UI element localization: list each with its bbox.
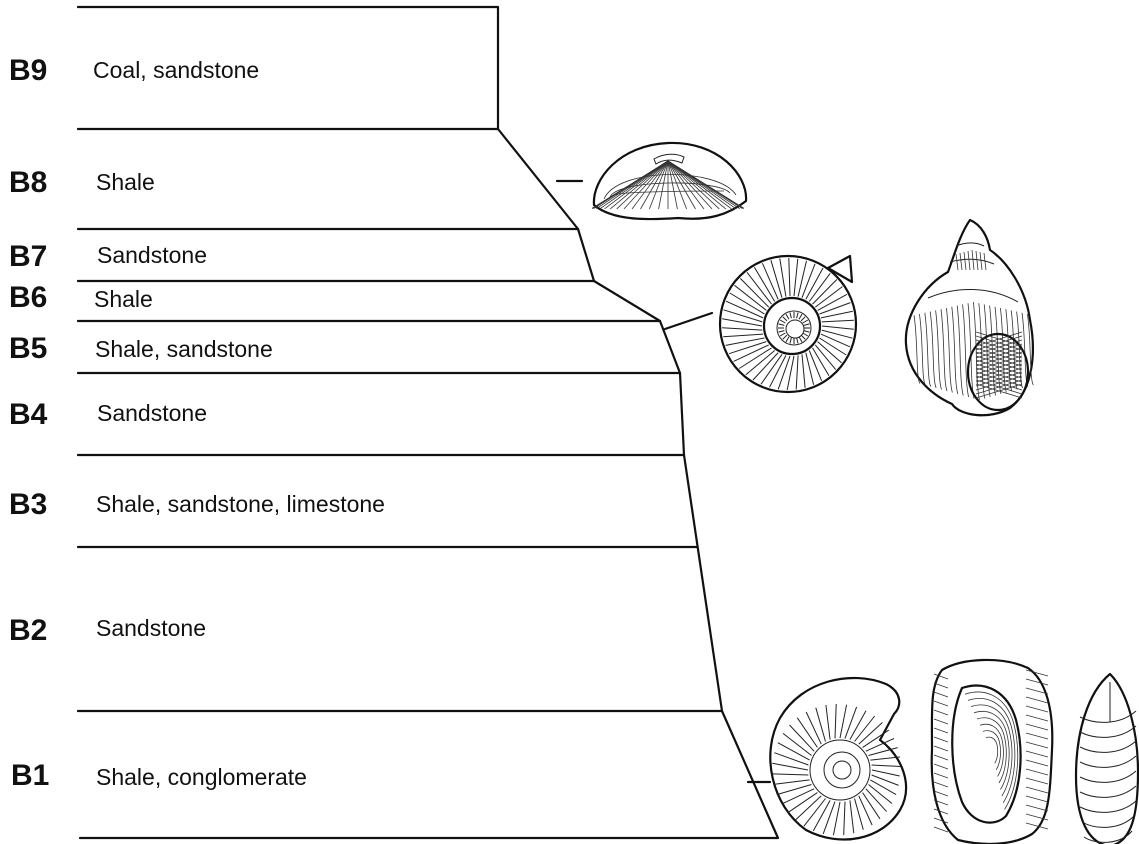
bivalve-icon	[1076, 674, 1138, 844]
layer-code-b8: B8	[9, 166, 47, 199]
layer-code-b7: B7	[9, 240, 47, 273]
fossil-leaders	[557, 181, 770, 782]
layer-codes: B9 B8 B7 B6 B5 B4 B3 B2 B1	[9, 54, 49, 792]
leader-b5	[665, 313, 712, 329]
lithology-label-b4: Sandstone	[97, 400, 207, 426]
gastropod-icon	[906, 220, 1034, 415]
layer-code-b5: B5	[9, 332, 47, 365]
lithology-label-b3: Shale, sandstone, limestone	[96, 491, 385, 517]
layer-code-b3: B3	[9, 488, 47, 521]
lithology-label-b2: Sandstone	[96, 615, 206, 641]
lithology-label-b5: Shale, sandstone	[95, 336, 273, 362]
lithology-label-b9: Coal, sandstone	[93, 57, 259, 83]
bivalve-in-rock-icon	[932, 660, 1053, 844]
layer-code-b9: B9	[9, 54, 47, 87]
ammonite-icon	[770, 678, 906, 840]
layer-code-b6: B6	[9, 281, 47, 314]
lithology-label-b7: Sandstone	[97, 242, 207, 268]
layer-code-b4: B4	[9, 398, 48, 431]
lithology-labels: Coal, sandstone Shale Sandstone Shale Sh…	[93, 57, 385, 790]
lithology-label-b8: Shale	[96, 169, 155, 195]
layer-code-b2: B2	[9, 614, 47, 647]
lithology-label-b6: Shale	[94, 286, 153, 312]
lithology-label-b1: Shale, conglomerate	[96, 764, 307, 790]
ammonite-icon	[720, 256, 856, 392]
brachiopod-icon	[592, 143, 746, 219]
layer-code-b1: B1	[11, 759, 49, 792]
